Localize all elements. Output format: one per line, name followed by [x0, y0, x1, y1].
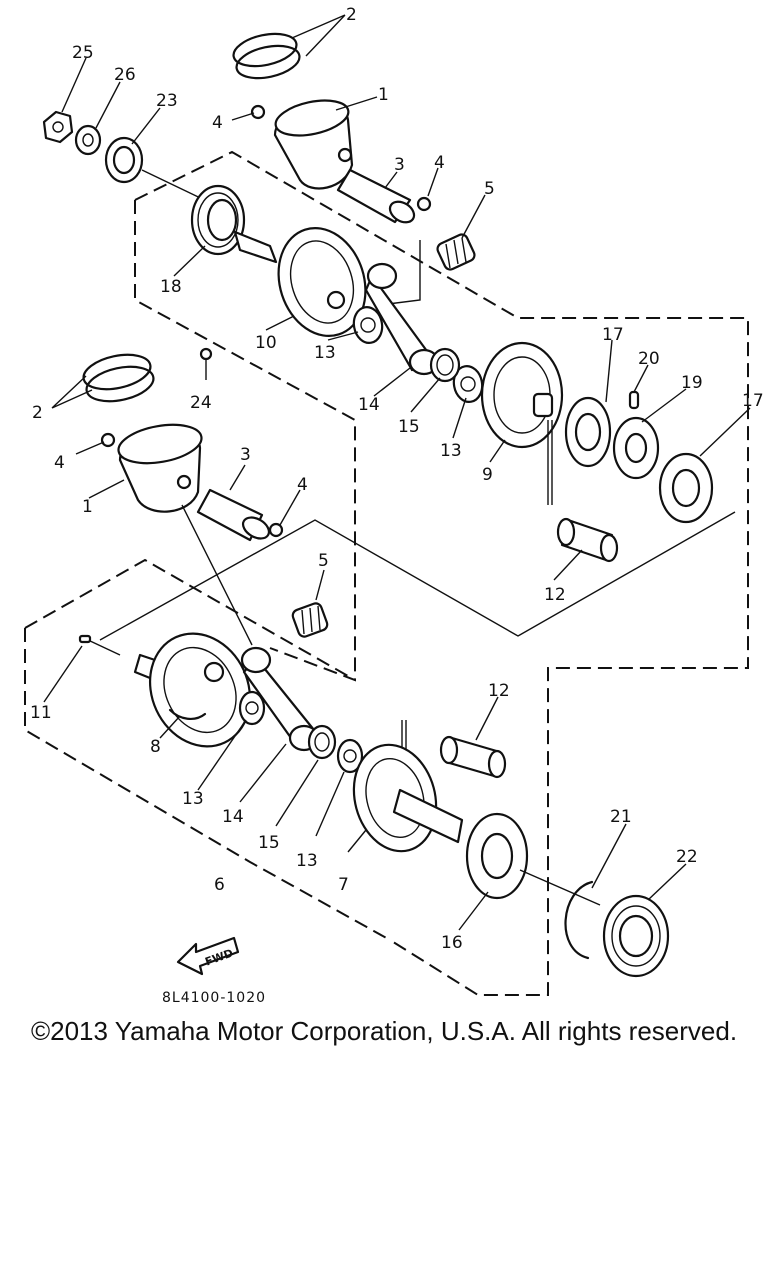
bearing-17-right [658, 452, 714, 524]
oil-seal-left [104, 136, 144, 184]
axis-line-right [519, 869, 601, 906]
big-end-bearing-lower [307, 724, 337, 760]
callout-labels: 2 25 26 1 23 4 3 4 5 18 10 17 13 20 19 2… [30, 5, 764, 953]
callout-25: 25 [72, 43, 94, 63]
key-11 [78, 634, 92, 644]
crank-pin-lower [439, 735, 507, 779]
callout-1: 1 [82, 497, 93, 517]
callout-5: 5 [318, 551, 329, 571]
washer [74, 124, 102, 156]
callout-17: 17 [602, 325, 624, 345]
callout-24: 24 [190, 393, 212, 413]
callout-13: 13 [182, 789, 204, 809]
crank-wheel-9 [480, 341, 564, 449]
callout-14: 14 [222, 807, 244, 827]
callout-22: 22 [676, 847, 698, 867]
crank-wheel-upper [233, 227, 367, 337]
callout-9: 9 [482, 465, 493, 485]
callout-15: 15 [258, 833, 280, 853]
callout-7: 7 [338, 875, 349, 895]
callout-4: 4 [297, 475, 308, 495]
crank-wheel-lower [133, 632, 252, 748]
callout-18: 18 [160, 277, 182, 297]
piston-rod-guide [181, 504, 253, 646]
thrust-washer-lower-left [238, 690, 266, 726]
callout-20: 20 [638, 349, 660, 369]
key-20 [628, 390, 640, 410]
needle-bearing-upper [436, 233, 476, 271]
callout-1: 1 [378, 85, 389, 105]
circlip-lower-right [268, 522, 284, 538]
thrust-washer-upper-left [352, 306, 384, 344]
connecting-rod-lower [240, 646, 320, 752]
piston-lower [117, 423, 203, 513]
bearing-left-upper [190, 184, 246, 256]
callout-11: 11 [30, 703, 52, 723]
lower-crank-assembly-boundary [24, 558, 391, 941]
callout-2: 2 [32, 403, 43, 423]
callout-13: 13 [314, 343, 336, 363]
big-end-bearing-upper [429, 347, 461, 383]
thrust-washer-lower-right [336, 738, 364, 774]
callout-10: 10 [255, 333, 277, 353]
callout-16: 16 [441, 933, 463, 953]
callout-17: 17 [742, 391, 764, 411]
callout-5: 5 [484, 179, 495, 199]
callout-13: 13 [296, 851, 318, 871]
piston-ring-set-lower [82, 353, 155, 403]
circlip-lower-left [100, 432, 116, 448]
circlip-upper-left [250, 104, 266, 120]
callout-4: 4 [434, 153, 445, 173]
callout-23: 23 [156, 91, 178, 111]
bearing-19 [612, 416, 660, 480]
callout-2: 2 [346, 5, 357, 25]
bearing-17-left [564, 396, 612, 468]
circlip-upper-right [416, 196, 432, 212]
piston-pin-lower [196, 488, 271, 542]
nut [42, 110, 74, 144]
crank-wheel-7 [352, 743, 464, 853]
callout-19: 19 [681, 373, 703, 393]
oil-seal-22 [602, 894, 670, 978]
needle-bearing-lower [291, 602, 329, 638]
callout-13: 13 [440, 441, 462, 461]
callout-12: 12 [488, 681, 510, 701]
key-11-line [87, 639, 121, 656]
crankshaft-piston-exploded-diagram: FWD [24, 5, 764, 1006]
callout-21: 21 [610, 807, 632, 827]
callout-4: 4 [54, 453, 65, 473]
callout-8: 8 [150, 737, 161, 757]
circlip-21 [564, 880, 594, 960]
crank-pin-guide [547, 420, 553, 505]
thrust-washer-upper-right [452, 365, 484, 403]
piston-upper [273, 99, 354, 190]
piston-ring-set-upper [232, 32, 301, 80]
diagram-reference-code: 8L4100-1020 [162, 990, 266, 1006]
callout-15: 15 [398, 417, 420, 437]
fwd-arrow-icon: FWD [176, 936, 240, 976]
leader-lines [43, 14, 751, 931]
bearing-16 [465, 812, 529, 900]
callout-12: 12 [544, 585, 566, 605]
callout-6: 6 [214, 875, 225, 895]
piston-pin-upper [336, 168, 416, 224]
crank-pin-upper [556, 517, 619, 563]
callout-26: 26 [114, 65, 136, 85]
upper-crank-assembly-boundary [134, 150, 749, 996]
callout-14: 14 [358, 395, 380, 415]
copyright-notice: ©2013 Yamaha Motor Corporation, U.S.A. A… [30, 1016, 738, 1046]
callout-3: 3 [394, 155, 405, 175]
callout-3: 3 [240, 445, 251, 465]
callout-4: 4 [212, 113, 223, 133]
woodruff-key-24 [199, 347, 213, 361]
